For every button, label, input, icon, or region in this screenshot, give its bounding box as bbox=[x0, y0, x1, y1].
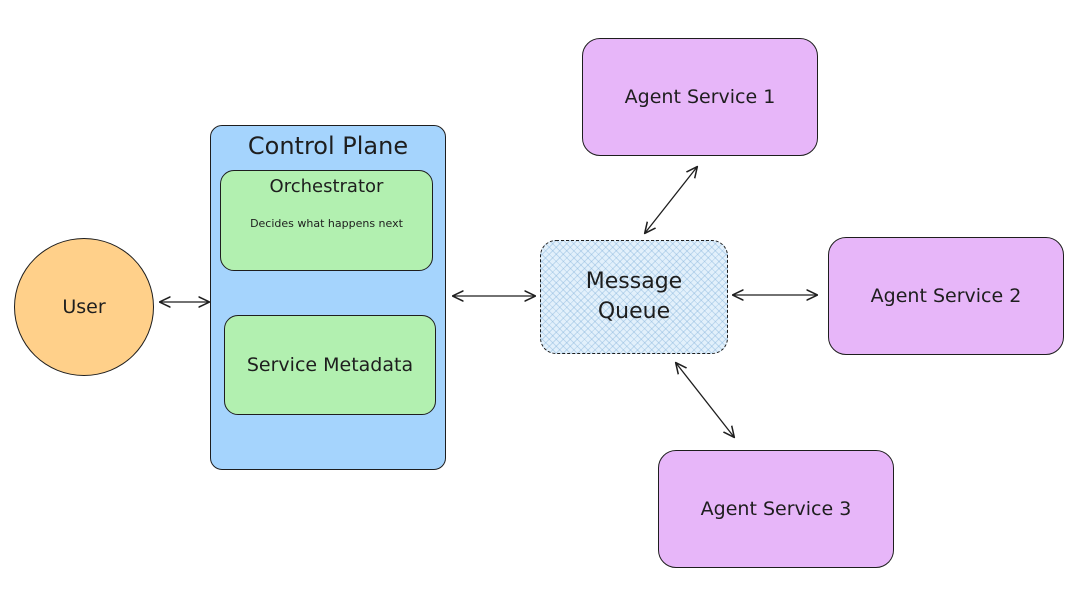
user-label: User bbox=[62, 296, 106, 318]
service-metadata-box: Service Metadata bbox=[224, 315, 436, 415]
service-metadata-label: Service Metadata bbox=[246, 354, 414, 376]
agent-service-2-label: Agent Service 2 bbox=[870, 285, 1022, 307]
agent-service-2-box: Agent Service 2 bbox=[828, 237, 1064, 355]
arrow-queue-agent-1 bbox=[645, 167, 697, 233]
user-node: User bbox=[14, 238, 154, 376]
message-queue-node: Message Queue bbox=[540, 240, 728, 354]
arrow-queue-agent-3 bbox=[676, 363, 734, 437]
agent-service-1-label: Agent Service 1 bbox=[624, 86, 776, 108]
agent-service-1-box: Agent Service 1 bbox=[582, 38, 818, 156]
orchestrator-description: Decides what happens next bbox=[250, 217, 403, 230]
orchestrator-title: Orchestrator bbox=[269, 176, 384, 197]
agent-service-3-box: Agent Service 3 bbox=[658, 450, 894, 568]
agent-service-3-label: Agent Service 3 bbox=[700, 498, 852, 520]
message-queue-label: Message Queue bbox=[585, 269, 683, 324]
control-plane-title: Control Plane bbox=[247, 132, 409, 160]
orchestrator-box: Orchestrator Decides what happens next bbox=[220, 170, 433, 271]
